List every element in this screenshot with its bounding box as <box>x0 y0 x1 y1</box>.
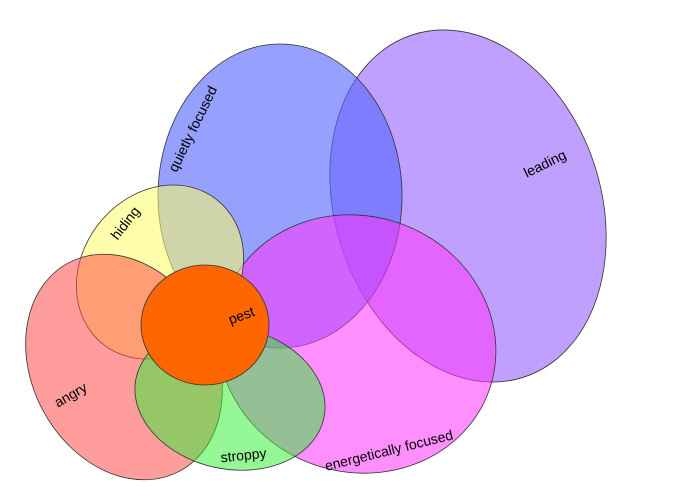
label-stroppy: stroppy <box>220 445 267 466</box>
ellipse-pest <box>140 264 270 386</box>
